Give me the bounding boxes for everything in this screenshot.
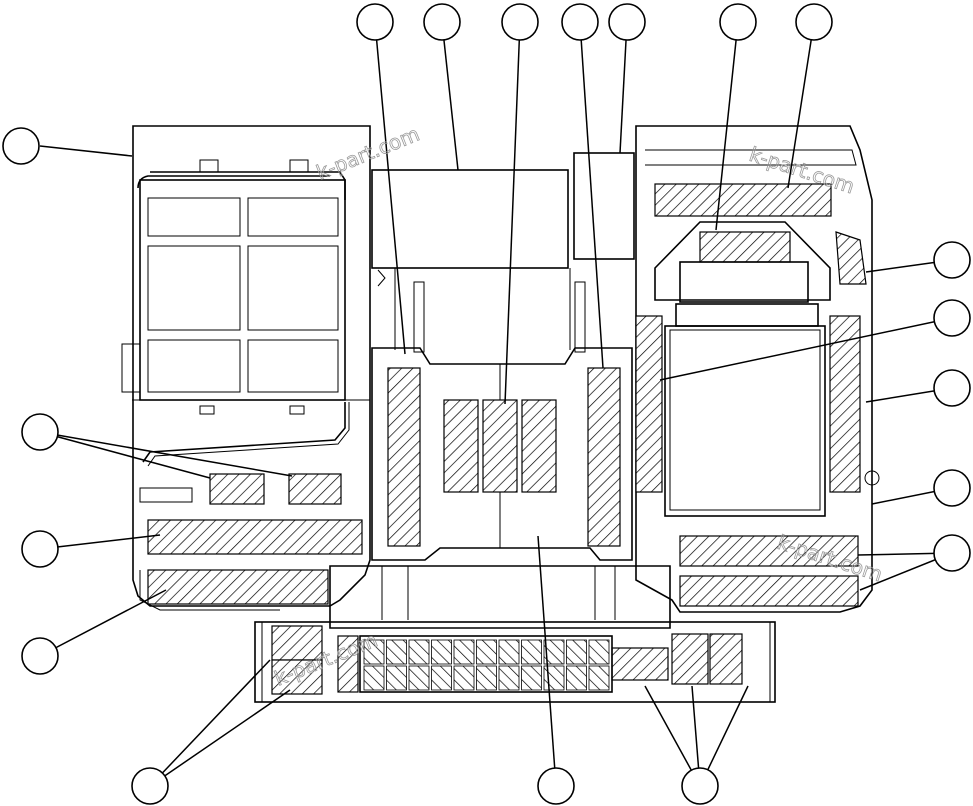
vent-cell [588,665,610,691]
right-floor-panel [635,125,880,613]
vent-cell [521,665,542,691]
vent-cell [566,639,587,665]
callout-10 [608,3,646,41]
vent-cell [543,639,565,665]
left-floor-panel [121,125,371,611]
vent-cell [476,665,497,691]
center-upper-panel [371,152,635,353]
callout-17 [933,534,971,572]
vent-cell [386,639,407,665]
vent-cell [453,639,475,665]
vent-cell [566,665,587,691]
vent-cell [588,639,610,665]
callout-18 [537,767,575,805]
center-floor-plate [371,347,633,561]
vent-cell [363,665,385,691]
vent-cell [498,639,520,665]
vent-cell [408,639,430,665]
leader-lines [39,21,953,787]
callout-4 [21,637,59,675]
callout-15 [933,369,971,407]
callout-1 [2,127,40,165]
watermark-1: k-part.com [313,122,423,185]
vent-cell [453,665,475,691]
vent-cell [431,665,452,691]
callout-3 [21,530,59,568]
vent-cell [363,639,385,665]
callout-5 [131,767,169,805]
vent-cell [386,665,407,691]
vent-cell [476,639,497,665]
callout-7 [423,3,461,41]
callout-14 [933,299,971,337]
vent-cell [408,665,430,691]
callout-8 [501,3,539,41]
callout-11 [719,3,757,41]
callout-9 [561,3,599,41]
callout-2 [21,413,59,451]
vent-cell [498,665,520,691]
callout-6 [356,3,394,41]
callout-16 [933,469,971,507]
callout-19 [681,767,719,805]
bottom-step-assembly [254,565,776,703]
callout-13 [933,241,971,279]
vent-cell [431,639,452,665]
callouts [2,3,971,805]
callout-12 [795,3,833,41]
vent-cell [521,639,542,665]
